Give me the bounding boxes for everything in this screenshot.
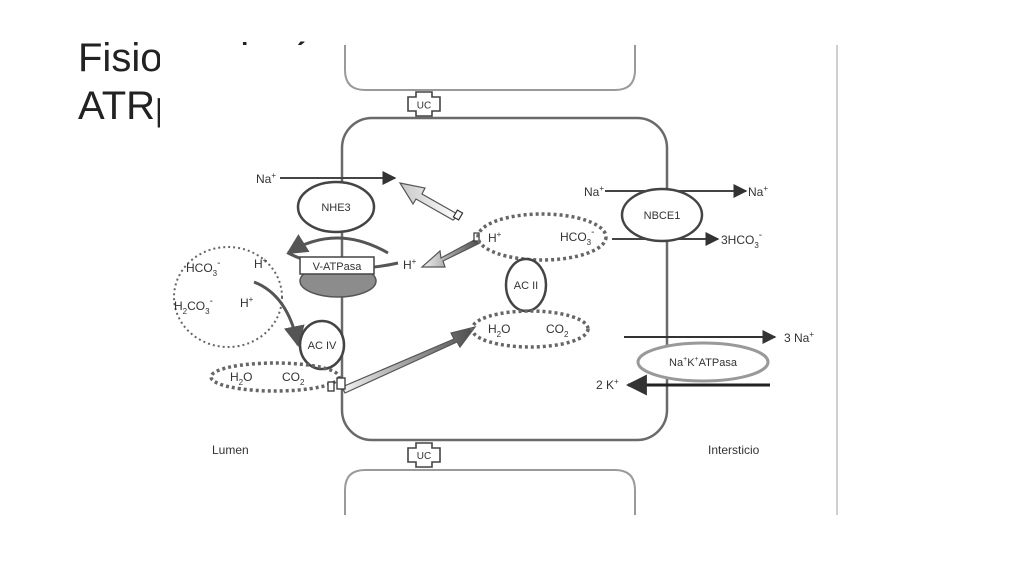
- co2-diffusion-arrow: [327, 326, 477, 394]
- h-secretion-curve: [286, 234, 389, 255]
- nak-atpase-label: Na+K+ATPasa: [669, 356, 738, 369]
- v-atpase-label: V-ATPasa: [313, 261, 363, 273]
- luminal-h2o-label: H2O: [230, 370, 252, 387]
- cell-h2o-label: H2O: [488, 322, 510, 339]
- ac2-label: AC II: [514, 280, 538, 292]
- lumen-to-ac4-arrow: [253, 280, 305, 348]
- na3-label: 3 Na+: [784, 330, 814, 345]
- luminal-co2-pool: [209, 361, 341, 393]
- na-signal-arrow: [398, 182, 464, 221]
- ac4-label: AC IV: [308, 340, 337, 352]
- lumen-buffer-circle: [173, 246, 283, 348]
- lumen-hco3-label: HCO3-: [186, 258, 220, 278]
- cell-bicarbonate-pool: [476, 212, 608, 262]
- v-atpase-transporter: [299, 256, 375, 275]
- na-in-label: Na+: [584, 184, 604, 199]
- luminal-co2-label: CO2: [282, 370, 305, 387]
- tight-junction-bottom: UC: [407, 442, 441, 468]
- junction-top-label: UC: [417, 101, 431, 112]
- lumen-h2-label: H+: [240, 295, 254, 310]
- lumen-label: Lumen: [212, 443, 249, 457]
- tight-junction-top: UC: [407, 91, 441, 117]
- upper-neighbor-cell: [344, 45, 636, 91]
- na-lumen-label: Na+: [256, 171, 276, 186]
- lumen-h1-label: H+: [254, 256, 268, 271]
- diagram-figure: UC UC Na+ NHE3 V-ATPasa H+ HCO3- H+ H2CO…: [160, 45, 840, 515]
- cell-co2-pool: [470, 309, 590, 349]
- nbce1-transporter: [620, 187, 704, 243]
- interstitium-label: Intersticio: [708, 443, 760, 457]
- nak-atpase-pump: [636, 341, 770, 383]
- na-out-label: Na+: [748, 184, 768, 199]
- nbce1-label: NBCE1: [644, 210, 681, 222]
- figure-background: [160, 45, 838, 515]
- hco3-out-label: 3HCO3-: [721, 230, 762, 250]
- nhe3-label: NHE3: [321, 202, 350, 214]
- cell-h-label: H+: [488, 230, 502, 245]
- ac4-enzyme: [298, 319, 346, 371]
- junction-bottom-label: UC: [417, 451, 431, 462]
- cell-co2-label: CO2: [546, 322, 569, 339]
- lumen-h2co3-label: H2CO3-: [174, 296, 213, 316]
- diagram-svg: UC UC Na+ NHE3 V-ATPasa H+ HCO3- H+ H2CO…: [160, 45, 838, 515]
- cell-hco3-label: HCO3-: [560, 227, 594, 247]
- nhe3-transporter: [296, 180, 376, 234]
- h-secreted-label: H+: [403, 257, 417, 272]
- lower-neighbor-cell: [344, 469, 636, 515]
- k2-label: 2 K+: [596, 377, 619, 392]
